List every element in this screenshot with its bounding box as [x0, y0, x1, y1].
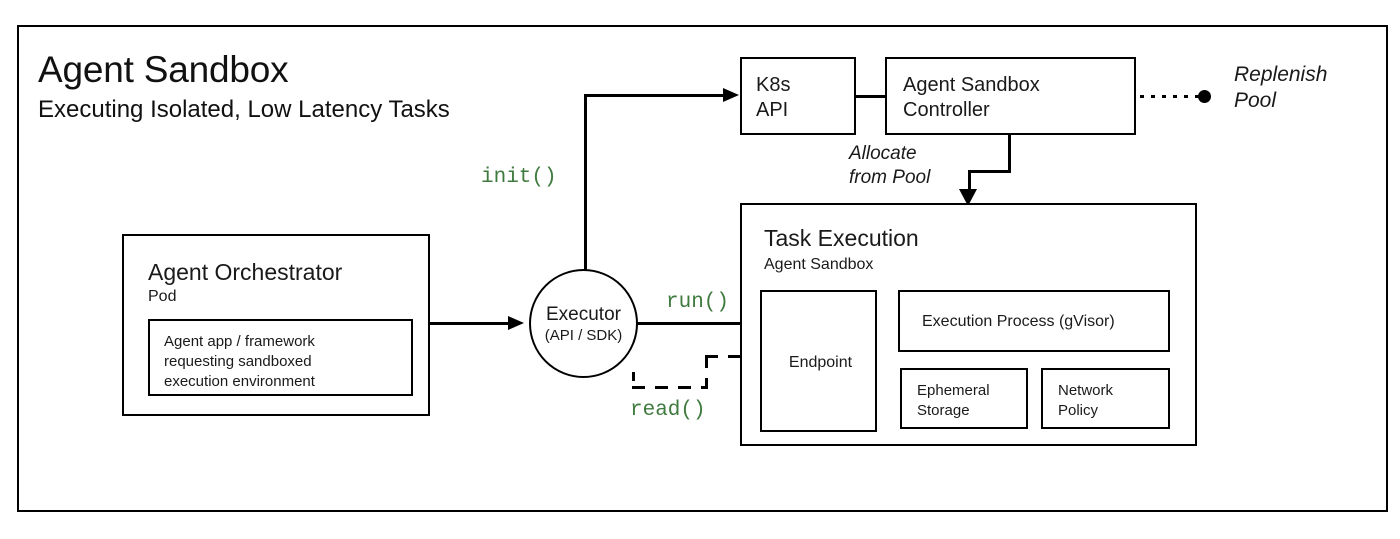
- node-k8s-api[interactable]: K8s API: [740, 57, 856, 135]
- edge-orchestrator-to-executor-arrowhead-icon: [508, 316, 524, 330]
- node-endpoint-label: Endpoint: [788, 354, 853, 371]
- node-agent-sandbox-controller[interactable]: Agent Sandbox Controller: [885, 57, 1136, 135]
- node-agent-app-framework-label: Agent app / framework requesting sandbox…: [164, 333, 315, 390]
- edge-init-arrowhead-icon: [723, 88, 739, 102]
- node-executor-subtitle: (API / SDK): [544, 326, 623, 344]
- node-execution-process-label: Execution Process (gVisor): [922, 313, 1115, 330]
- node-ephemeral-storage[interactable]: Ephemeral Storage: [900, 368, 1028, 429]
- title-block: Agent Sandbox Executing Isolated, Low La…: [38, 48, 658, 125]
- node-agent-app-framework[interactable]: Agent app / framework requesting sandbox…: [148, 319, 413, 396]
- diagram-outer-frame: [17, 25, 1388, 512]
- node-task-execution-title: Task Execution: [764, 225, 919, 251]
- edge-k8s-to-controller: [856, 95, 885, 98]
- node-ephemeral-storage-label: Ephemeral Storage: [917, 382, 990, 419]
- edge-allocate-label: Allocate from Pool: [849, 143, 931, 188]
- edge-read-horizontal-segment-1: [632, 386, 708, 389]
- edge-orchestrator-to-executor: [430, 322, 512, 325]
- page-title: Agent Sandbox: [38, 49, 289, 90]
- edge-allocate-vertical-segment-1: [1008, 135, 1011, 172]
- node-task-execution-subtitle: Agent Sandbox: [764, 256, 874, 273]
- node-k8s-api-label: K8s API: [756, 74, 791, 121]
- replenish-pool-endpoint-dot-icon: [1198, 90, 1211, 103]
- edge-init-vertical-segment: [584, 94, 587, 270]
- edge-read-horizontal-segment-2: [705, 355, 741, 358]
- node-execution-process[interactable]: Execution Process (gVisor): [898, 290, 1170, 352]
- edge-read-label: read(): [630, 399, 706, 422]
- node-executor-title: Executor: [546, 303, 621, 325]
- node-agent-sandbox-controller-label: Agent Sandbox Controller: [903, 74, 1040, 121]
- edge-run-line: [637, 322, 740, 325]
- node-executor[interactable]: Executor (API / SDK): [529, 269, 638, 378]
- node-network-policy[interactable]: Network Policy: [1041, 368, 1170, 429]
- edge-init-label: init(): [481, 166, 557, 189]
- edge-replenish-pool-label: Replenish Pool: [1234, 63, 1328, 112]
- page-subtitle: Executing Isolated, Low Latency Tasks: [38, 96, 450, 123]
- edge-replenish-pool-dotted-line: [1140, 95, 1202, 98]
- edge-allocate-horizontal-segment: [968, 170, 1011, 173]
- edge-init-horizontal-segment: [584, 94, 727, 97]
- node-agent-orchestrator[interactable]: Agent Orchestrator Pod Agent app / frame…: [122, 234, 430, 416]
- node-network-policy-label: Network Policy: [1058, 382, 1114, 419]
- edge-allocate-arrowhead-icon: [959, 189, 977, 206]
- node-agent-orchestrator-title: Agent Orchestrator: [148, 259, 343, 285]
- node-agent-orchestrator-subtitle: Pod: [148, 288, 177, 305]
- edge-run-label: run(): [666, 291, 730, 314]
- edge-read-vertical-segment-2: [705, 355, 708, 389]
- edge-read-vertical-segment-1: [632, 372, 635, 389]
- node-endpoint[interactable]: Endpoint: [760, 290, 877, 432]
- edge-allocate-vertical-segment-2: [968, 170, 971, 192]
